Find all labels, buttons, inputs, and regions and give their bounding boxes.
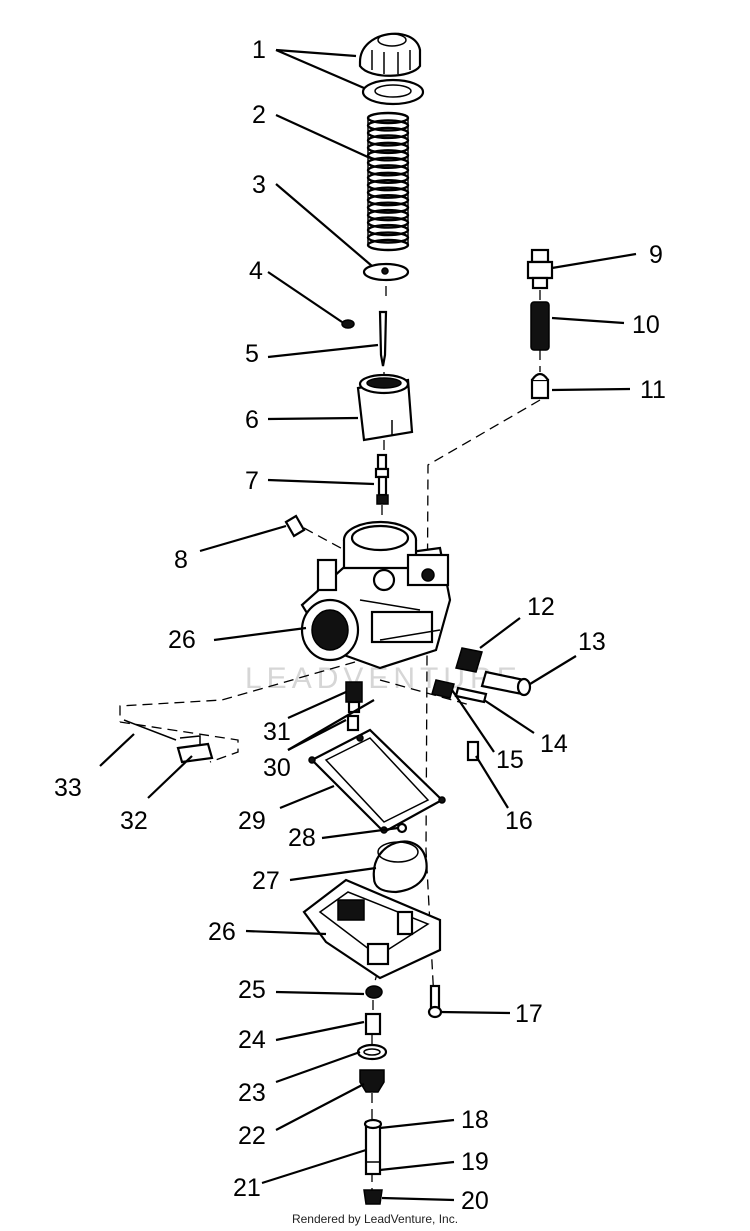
- callout-10: 10: [632, 311, 660, 339]
- callout-15: 15: [496, 746, 524, 774]
- callout-26-lower: 26: [208, 918, 236, 946]
- callout-1: 1: [252, 36, 266, 64]
- callout-6: 6: [245, 406, 259, 434]
- callout-18: 18: [461, 1106, 489, 1134]
- callout-8: 8: [174, 546, 188, 574]
- part-cap: [358, 32, 422, 77]
- part-plug: [284, 514, 306, 538]
- callout-19: 19: [461, 1148, 489, 1176]
- part-pilot-screw: [454, 686, 488, 704]
- part-vent-tube: [123, 719, 177, 741]
- part-hose-clamp: [176, 735, 214, 764]
- part-needle: [378, 310, 388, 367]
- part-fitting: [526, 248, 554, 290]
- callout-13: 13: [578, 628, 606, 656]
- part-drain-fitting: [466, 740, 480, 762]
- callout-30: 30: [263, 754, 291, 782]
- callout-22: 22: [238, 1122, 266, 1150]
- part-float: [372, 840, 428, 894]
- part-idle-screw: [480, 670, 532, 697]
- part-o-ring: [356, 1043, 388, 1061]
- callout-labels: 1 2 3 4 5 6 7 8 9 10 11 12 13 14 15 16 1…: [54, 36, 666, 1215]
- part-drain-cap: [363, 1189, 383, 1205]
- part-spring: [366, 111, 410, 252]
- callout-31: 31: [263, 718, 291, 746]
- part-small-spring: [530, 301, 550, 351]
- part-retainer-plate: [362, 262, 410, 282]
- callout-25: 25: [238, 976, 266, 1004]
- footer-credit: Rendered by LeadVenture, Inc.: [291, 1212, 459, 1226]
- callout-32: 32: [120, 807, 148, 835]
- callout-33: 33: [54, 774, 82, 802]
- part-carburetor-body: [300, 520, 452, 670]
- callout-27: 27: [252, 867, 280, 895]
- callout-2: 2: [252, 101, 266, 129]
- part-clip: [341, 319, 355, 329]
- callout-14: 14: [540, 730, 568, 758]
- callout-28: 28: [288, 824, 316, 852]
- callout-24: 24: [238, 1026, 266, 1054]
- callout-12: 12: [527, 593, 555, 621]
- part-float-pin: [396, 822, 408, 834]
- part-plunger: [530, 372, 550, 400]
- callout-5: 5: [245, 340, 259, 368]
- part-pilot-spring: [431, 679, 455, 699]
- callout-26-upper: 26: [168, 626, 196, 654]
- part-jet-nut: [364, 1012, 382, 1036]
- callout-11: 11: [640, 376, 666, 404]
- callout-17: 17: [515, 1000, 543, 1028]
- callout-3: 3: [252, 171, 266, 199]
- callout-16: 16: [505, 807, 533, 835]
- part-drain-tube: [363, 1118, 383, 1176]
- part-throttle-slide: [356, 373, 414, 442]
- assembly-center-lines: [119, 270, 541, 1190]
- callout-21: 21: [233, 1174, 261, 1202]
- part-idle-spring: [455, 647, 483, 673]
- part-cap-ring: [361, 78, 425, 106]
- callout-4: 4: [249, 257, 263, 285]
- part-float-bowl: [302, 878, 442, 980]
- callout-29: 29: [238, 807, 266, 835]
- callout-20: 20: [461, 1187, 489, 1215]
- part-gasket: [308, 728, 446, 834]
- callout-9: 9: [649, 241, 663, 269]
- callout-23: 23: [238, 1079, 266, 1107]
- part-needle-jet: [374, 453, 390, 505]
- leader-lines: [99, 48, 637, 1202]
- part-drain-plug: [359, 1069, 385, 1093]
- callout-7: 7: [245, 467, 259, 495]
- part-washer: [365, 985, 383, 999]
- part-main-jet: [346, 714, 360, 732]
- part-bowl-screw: [427, 984, 443, 1019]
